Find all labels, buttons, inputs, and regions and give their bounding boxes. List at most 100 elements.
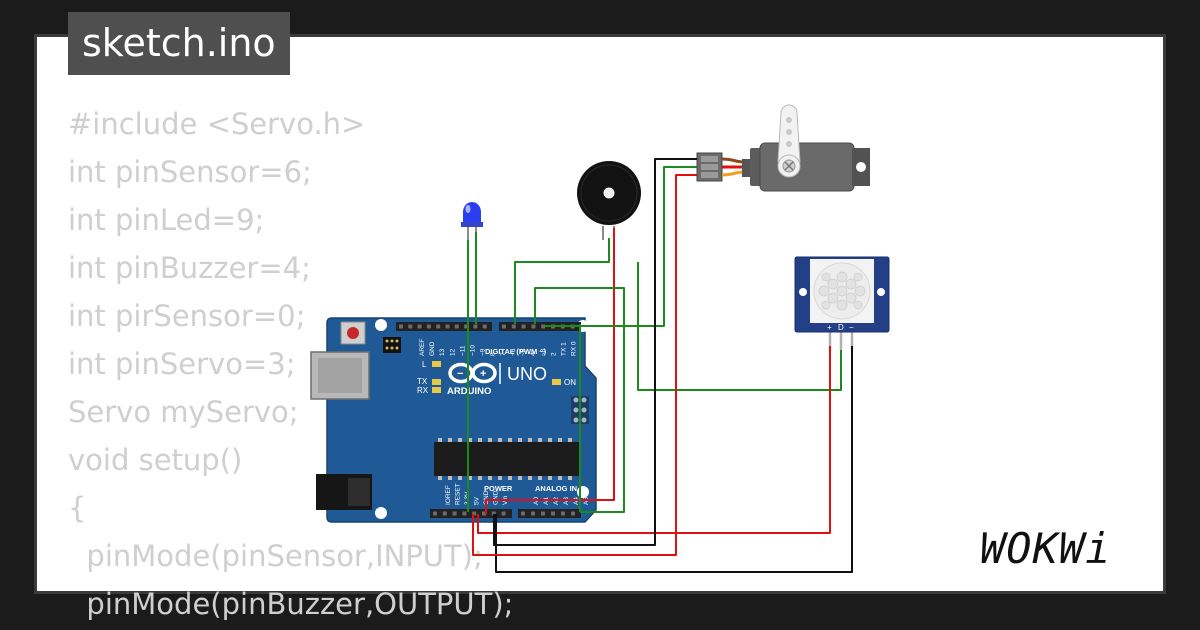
wire-buzzer-to-d4[interactable] — [514, 238, 610, 324]
chip-pin — [558, 438, 562, 442]
code-preview: #include <Servo.h>int pinSensor=6;int pi… — [68, 100, 513, 628]
wire-servo-vcc[interactable] — [472, 174, 697, 556]
wire-servo-gnd[interactable] — [493, 158, 697, 546]
pin-label: 4 — [530, 352, 537, 356]
header-pin[interactable] — [472, 511, 477, 516]
pin-label: 2 — [550, 352, 557, 356]
chip-pin — [548, 438, 552, 442]
header-pin[interactable] — [399, 324, 403, 329]
header-pin[interactable] — [571, 511, 575, 516]
header-pin[interactable] — [482, 511, 486, 516]
header-pin[interactable] — [551, 511, 555, 516]
header-pin[interactable] — [531, 511, 535, 516]
chip-pin — [538, 476, 542, 480]
svg-text:−: − — [457, 368, 463, 380]
header-pin[interactable] — [454, 324, 459, 329]
power-header — [430, 509, 512, 518]
wokwi-logo: WOKWi — [980, 524, 1110, 573]
header-pin[interactable] — [501, 511, 506, 516]
wire-servo-signal-in[interactable] — [545, 166, 697, 327]
l-label: L — [422, 360, 427, 369]
pir-pin-d-label: D — [838, 323, 844, 332]
reset-button[interactable] — [347, 327, 359, 339]
chip-pin — [448, 438, 452, 442]
chip-pin — [568, 476, 572, 480]
svg-text:+: + — [480, 368, 486, 380]
analog-label: ANALOG IN — [535, 484, 577, 493]
header-pin[interactable] — [417, 324, 422, 329]
pin-label: ~5 — [520, 348, 527, 356]
chip-pin — [488, 438, 492, 442]
pin-label: RESET — [455, 483, 462, 505]
chip-pin — [548, 476, 552, 480]
digital-header-low — [499, 322, 581, 331]
header-pin[interactable] — [521, 511, 525, 516]
chip-pin — [498, 438, 502, 442]
rx-label: RX — [417, 386, 429, 395]
chip-pin — [558, 476, 562, 480]
blue-led[interactable] — [461, 202, 483, 330]
code-line: int pinBuzzer=4; — [68, 251, 311, 285]
wire-buzzer-to-gnd[interactable] — [485, 228, 615, 514]
pin-label: 5V — [474, 496, 481, 505]
header-pin[interactable] — [541, 324, 546, 329]
header-pin[interactable] — [502, 324, 506, 329]
digital-label: DIGITAL (PWM ~) — [485, 347, 547, 356]
header-pin[interactable] — [541, 511, 545, 516]
pir-pin-vcc-label: + — [827, 323, 832, 332]
header-pin[interactable] — [442, 511, 447, 516]
header-pin[interactable] — [436, 324, 441, 329]
chip-pin — [458, 476, 462, 480]
servo-motor[interactable] — [696, 104, 870, 192]
digital-header-high — [396, 322, 492, 331]
header-pin[interactable] — [452, 511, 457, 516]
chip-pin — [438, 476, 442, 480]
pin-label: ~10 — [470, 345, 477, 356]
header-pin[interactable] — [482, 324, 487, 329]
pin-label: GND — [483, 490, 490, 505]
chip-pin — [508, 476, 512, 480]
header-pin[interactable] — [408, 324, 413, 329]
header-pin[interactable] — [445, 324, 450, 329]
pir-motion-sensor[interactable]: + D − — [794, 256, 890, 350]
header-pin[interactable] — [561, 511, 565, 516]
code-line: #include <Servo.h> — [68, 107, 366, 141]
code-line: pinMode(pinSensor,INPUT); — [68, 539, 483, 573]
chip-pin — [518, 476, 522, 480]
pin-label: RX 0 — [571, 341, 578, 356]
chip-pin — [498, 476, 502, 480]
header-pin[interactable] — [433, 511, 437, 516]
board-model-label: UNO — [507, 364, 547, 384]
board-brand-label: ARDUINO — [447, 386, 491, 397]
header-pin[interactable] — [511, 324, 516, 329]
file-name-tab[interactable]: sketch.ino — [68, 12, 290, 75]
chip-pin — [468, 476, 472, 480]
chip-pin — [478, 438, 482, 442]
header-pin[interactable] — [521, 324, 526, 329]
chip-pin — [528, 438, 532, 442]
code-line: int pinLed=9; — [68, 203, 265, 237]
code-line: int pinServo=3; — [68, 347, 296, 381]
code-line: Servo myServo; — [68, 395, 299, 429]
header-pin[interactable] — [426, 324, 431, 329]
code-line: int pirSensor=0; — [68, 299, 306, 333]
pin-label: GND — [493, 490, 500, 505]
header-pin[interactable] — [491, 511, 496, 516]
pin-label: GND — [429, 341, 436, 356]
pin-label: 7 — [500, 352, 507, 356]
header-pin[interactable] — [531, 324, 536, 329]
wire-pir-gnd[interactable] — [495, 346, 853, 573]
chip-pin — [438, 438, 442, 442]
header-pin[interactable] — [462, 511, 467, 516]
pin-label: 13 — [439, 348, 446, 356]
pin-label: ~6 — [510, 348, 517, 356]
header-pin[interactable] — [464, 324, 469, 329]
chip-pin — [538, 438, 542, 442]
chip-pin — [478, 476, 482, 480]
wire-servo-signal[interactable] — [534, 287, 625, 513]
piezo-buzzer[interactable] — [577, 161, 641, 240]
microcontroller-chip — [434, 442, 579, 476]
header-pin[interactable] — [473, 324, 478, 329]
